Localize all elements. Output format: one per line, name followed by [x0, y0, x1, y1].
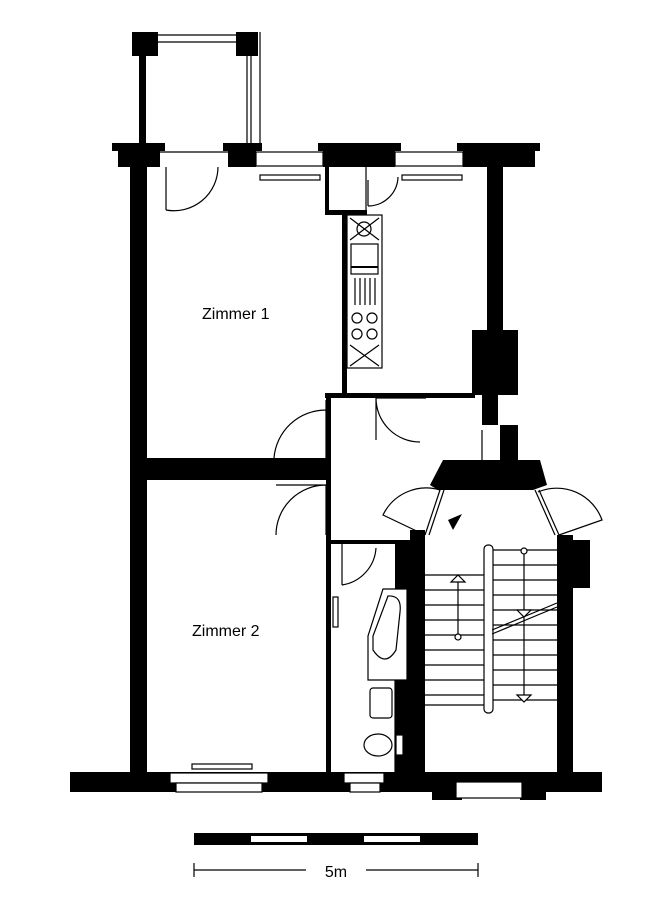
bottom-wall: [70, 763, 602, 800]
room-label-zimmer-2: Zimmer 2: [192, 623, 260, 640]
kitchen-counter: [346, 214, 383, 369]
left-wall: [130, 167, 147, 775]
scale-bar: 5m: [193, 833, 479, 881]
window-top-1: [160, 151, 324, 181]
room-label-zimmer-1: Zimmer 1: [202, 306, 270, 323]
balcony-door: [165, 166, 219, 212]
balcony: [132, 32, 261, 144]
staircase: [425, 544, 558, 714]
interior-walls: [147, 393, 475, 775]
right-wall: [472, 167, 518, 465]
bathroom: [363, 588, 409, 775]
stair-walls: [382, 460, 603, 775]
doors-hall: [273, 397, 426, 628]
window-top-2: [394, 151, 464, 181]
entry-arrow-icon: [448, 514, 462, 530]
scale-label: 5m: [325, 864, 347, 881]
top-wall: [112, 143, 540, 167]
kitchen-walls: [325, 167, 399, 395]
